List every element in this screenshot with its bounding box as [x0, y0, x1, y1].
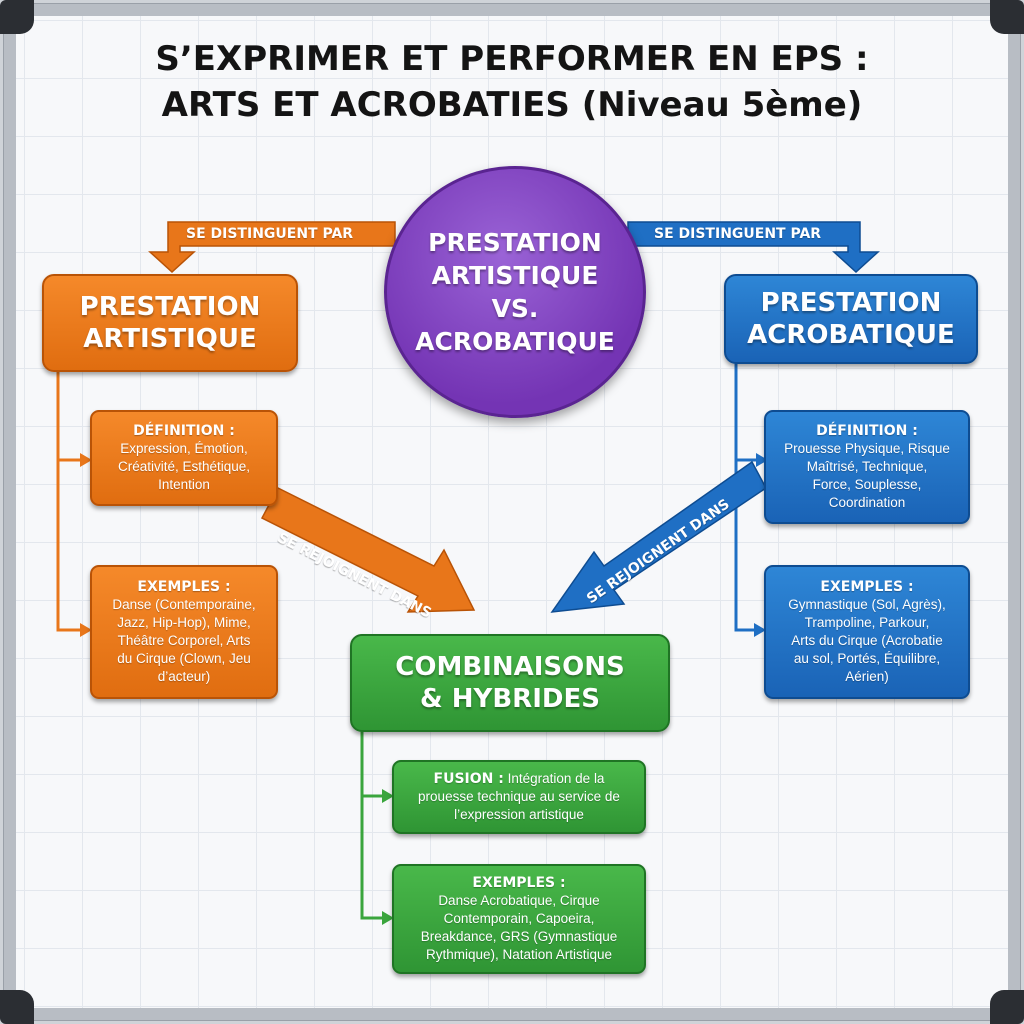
acrobatic-definition-box: DÉFINITION : Prouesse Physique, Risque M…	[764, 410, 970, 524]
acrobatic-examples-line-4: au sol, Portés, Équilibre,	[793, 651, 941, 666]
artistic-examples-line-4: du Cirque (Clown, Jeu	[117, 651, 251, 666]
frame-corner-top-right	[990, 0, 1024, 34]
artistic-definition-line-1: Expression, Émotion,	[120, 441, 248, 456]
arrowhead-right-ex	[754, 623, 766, 637]
arrowhead-left-def	[80, 453, 92, 467]
artistic-definition-box: DÉFINITION : Expression, Émotion, Créati…	[90, 410, 278, 506]
acrobatic-definition-line-4: Coordination	[828, 495, 906, 510]
acrobatic-examples-box: EXEMPLES : Gymnastique (Sol, Agrès), Tra…	[764, 565, 970, 699]
acrobatic-definition-line-1: Prouesse Physique, Risque	[784, 441, 950, 456]
central-topic-circle: PRESTATION ARTISTIQUE VS. ACROBATIQUE	[384, 166, 646, 418]
center-line-1: PRESTATION	[428, 228, 602, 257]
title-line-2: ARTS ET ACROBATIES (Niveau 5ème)	[161, 85, 863, 125]
artistic-examples-line-1: Danse (Contemporaine,	[112, 597, 256, 612]
center-line-4: ACROBATIQUE	[415, 327, 615, 356]
hybrid-examples-line-2: Contemporain, Capoeira,	[443, 911, 595, 926]
connector-hybrid-bracket	[360, 730, 386, 920]
connector-left-top-band	[148, 221, 396, 274]
hybrid-fusion-line-2: prouesse technique au service de	[418, 789, 620, 804]
connector-right-top-band	[627, 221, 880, 274]
arrowhead-hybrid-ex	[382, 911, 394, 925]
hybrid-fusion-label: FUSION :	[433, 771, 504, 787]
connector-left-bracket	[56, 370, 84, 632]
arrowhead-right-def	[756, 453, 768, 467]
hybrid-fusion-box: FUSION : Intégration de la prouesse tech…	[392, 760, 646, 834]
hybrid-examples-line-4: Rythmique), Natation Artistique	[425, 947, 613, 962]
acrobatic-examples-line-3: Arts du Cirque (Acrobatie	[791, 633, 943, 648]
acrobatic-definition-line-2: Maîtrisé, Technique,	[806, 459, 928, 474]
artistic-header-line-1: PRESTATION	[79, 292, 261, 322]
artistic-header-box: PRESTATION ARTISTIQUE	[42, 274, 298, 372]
hybrid-header-line-1: COMBINAISONS	[395, 652, 625, 682]
frame-corner-bottom-left	[0, 990, 34, 1024]
hybrid-fusion-line-3: l’expression artistique	[454, 807, 584, 822]
acrobatic-examples-line-2: Trampoline, Parkour,	[804, 615, 930, 630]
page-title: S’EXPRIMER ET PERFORMER EN EPS : ARTS ET…	[40, 36, 984, 128]
artistic-examples-line-3: Théâtre Corporel, Arts	[117, 633, 251, 648]
center-line-3: VS.	[491, 294, 539, 323]
title-line-1: S’EXPRIMER ET PERFORMER EN EPS :	[155, 39, 869, 79]
artistic-definition-line-2: Créativité, Esthétique,	[117, 459, 251, 474]
hybrid-fusion-line-1: FUSION : Intégration de la	[426, 770, 613, 788]
label-right-distinguish: SE DISTINGUENT PAR	[654, 226, 822, 242]
connector-right-diagonal	[550, 460, 767, 613]
whiteboard-frame	[4, 4, 1020, 1020]
hybrid-examples-label: EXEMPLES :	[472, 875, 566, 891]
arrowhead-hybrid-fusion	[382, 789, 394, 803]
acrobatic-header-box: PRESTATION ACROBATIQUE	[724, 274, 978, 364]
artistic-examples-label: EXEMPLES :	[137, 579, 231, 595]
frame-corner-top-left	[0, 0, 34, 34]
center-line-2: ARTISTIQUE	[431, 261, 599, 290]
acrobatic-header-line-1: PRESTATION	[760, 288, 942, 318]
acrobatic-examples-line-1: Gymnastique (Sol, Agrès),	[788, 597, 946, 612]
hybrid-examples-line-1: Danse Acrobatique, Cirque	[438, 893, 600, 908]
acrobatic-examples-line-5: Aérien)	[845, 669, 889, 684]
hybrid-header-box: COMBINAISONS & HYBRIDES	[350, 634, 670, 732]
artistic-definition-label: DÉFINITION :	[133, 423, 235, 439]
hybrid-examples-box: EXEMPLES : Danse Acrobatique, Cirque Con…	[392, 864, 646, 974]
frame-corner-bottom-right	[990, 990, 1024, 1024]
hybrid-fusion-line-1-text: Intégration de la	[507, 771, 605, 786]
artistic-examples-line-2: Jazz, Hip-Hop), Mime,	[117, 615, 251, 630]
artistic-examples-box: EXEMPLES : Danse (Contemporaine, Jazz, H…	[90, 565, 278, 699]
acrobatic-header-line-2: ACROBATIQUE	[747, 320, 955, 350]
label-left-distinguish: SE DISTINGUENT PAR	[186, 226, 354, 242]
artistic-examples-line-5: d’acteur)	[157, 669, 211, 684]
artistic-definition-line-3: Intention	[158, 477, 210, 492]
artistic-header-line-2: ARTISTIQUE	[83, 324, 257, 354]
hybrid-examples-line-3: Breakdance, GRS (Gymnastique	[420, 929, 618, 944]
acrobatic-examples-label: EXEMPLES :	[820, 579, 914, 595]
acrobatic-definition-line-3: Force, Souplesse,	[812, 477, 922, 492]
acrobatic-definition-label: DÉFINITION :	[816, 423, 918, 439]
hybrid-header-line-2: & HYBRIDES	[420, 684, 600, 714]
arrowhead-left-ex	[80, 623, 92, 637]
connector-left-diagonal	[260, 487, 476, 613]
